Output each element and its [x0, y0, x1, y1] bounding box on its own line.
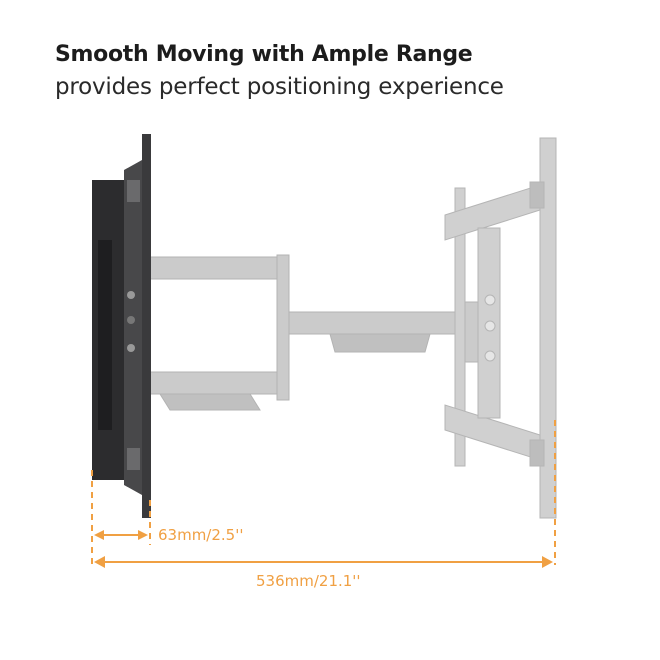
- dimension-lines: [91, 420, 556, 568]
- min-depth-label: 63mm/2.5'': [158, 526, 244, 544]
- max-extension-label: 536mm/21.1'': [256, 572, 361, 590]
- headline-subtitle: provides perfect positioning experience: [55, 74, 504, 100]
- extended-tv-bracket: [444, 137, 557, 519]
- extended-arm: [149, 254, 485, 411]
- folded-mount: [92, 134, 151, 518]
- headline-title: Smooth Moving with Ample Range: [55, 42, 473, 67]
